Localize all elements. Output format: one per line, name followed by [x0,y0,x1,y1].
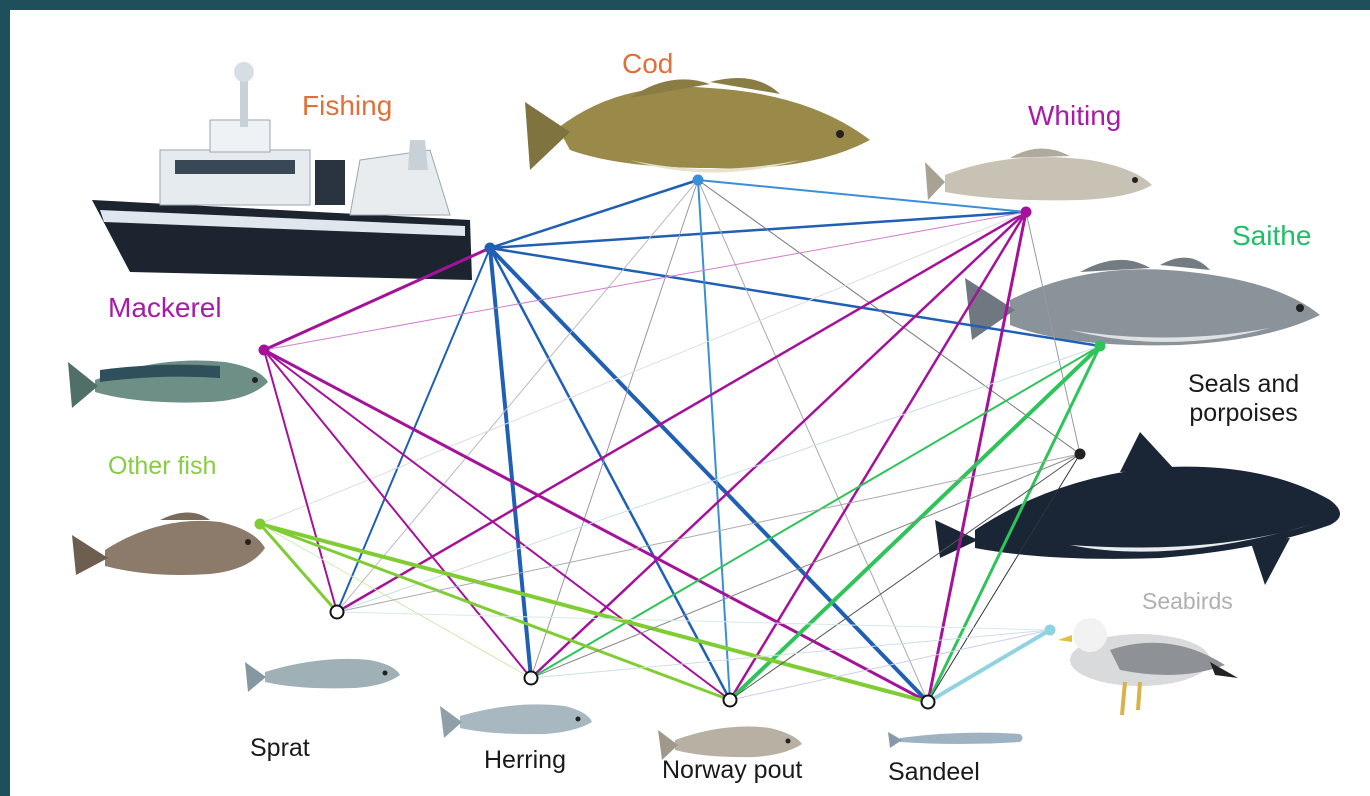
mackerel-icon [68,360,268,408]
label-other-fish: Other fish [108,452,216,481]
label-seals-line1: Seals and [1188,370,1299,399]
node-seals [1075,449,1085,459]
norway-pout-icon [658,727,802,761]
link-seals-herring [531,454,1080,678]
link-other-herring [260,524,531,678]
cod-icon [525,78,870,173]
link-mackerel-herring [264,350,531,678]
whiting-icon [925,148,1152,200]
label-sprat: Sprat [250,734,310,763]
other-fish-icon [72,513,265,576]
link-mackerel-sprat [264,350,337,612]
fishing-vessel-icon [92,62,472,280]
link-whiting-pout [730,212,1026,700]
node-pout [724,694,737,707]
node-sandeel [922,696,935,709]
node-fishing [485,243,495,253]
node-seabirds [1045,625,1055,635]
label-seals-and-porpoises: Seals and porpoises [1188,370,1299,428]
food-web-diagram: Fishing Cod Whiting Saithe Mackerel Seal… [10,10,1370,796]
label-herring: Herring [484,746,566,775]
sandeel-icon [888,732,1023,748]
food-web-svg [10,10,1370,796]
node-cod [693,175,703,185]
label-cod: Cod [622,48,673,80]
link-fishing-cod [490,180,698,248]
link-seals-sprat [337,454,1080,612]
label-norway-pout: Norway pout [662,756,802,785]
illustrations [68,62,1340,760]
sprat-icon [245,659,400,692]
node-other [255,519,265,529]
link-mackerel-pout [264,350,730,700]
node-mackerel [259,345,269,355]
label-fishing: Fishing [302,90,392,122]
node-saithe [1095,341,1105,351]
node-herring [525,672,538,685]
label-mackerel: Mackerel [108,292,222,324]
herring-icon [440,704,592,738]
link-fishing-whiting [490,212,1026,248]
label-sandeel: Sandeel [888,758,980,787]
label-seabirds: Seabirds [1142,588,1233,614]
link-whiting-herring [531,212,1026,678]
seagull-icon [1058,618,1238,715]
label-saithe: Saithe [1232,220,1311,252]
link-seabirds-pout [730,630,1050,700]
link-saithe-sprat [337,346,1100,612]
label-seals-line2: porpoises [1188,399,1299,428]
node-sprat [331,606,344,619]
node-whiting [1021,207,1031,217]
label-whiting: Whiting [1028,100,1121,132]
